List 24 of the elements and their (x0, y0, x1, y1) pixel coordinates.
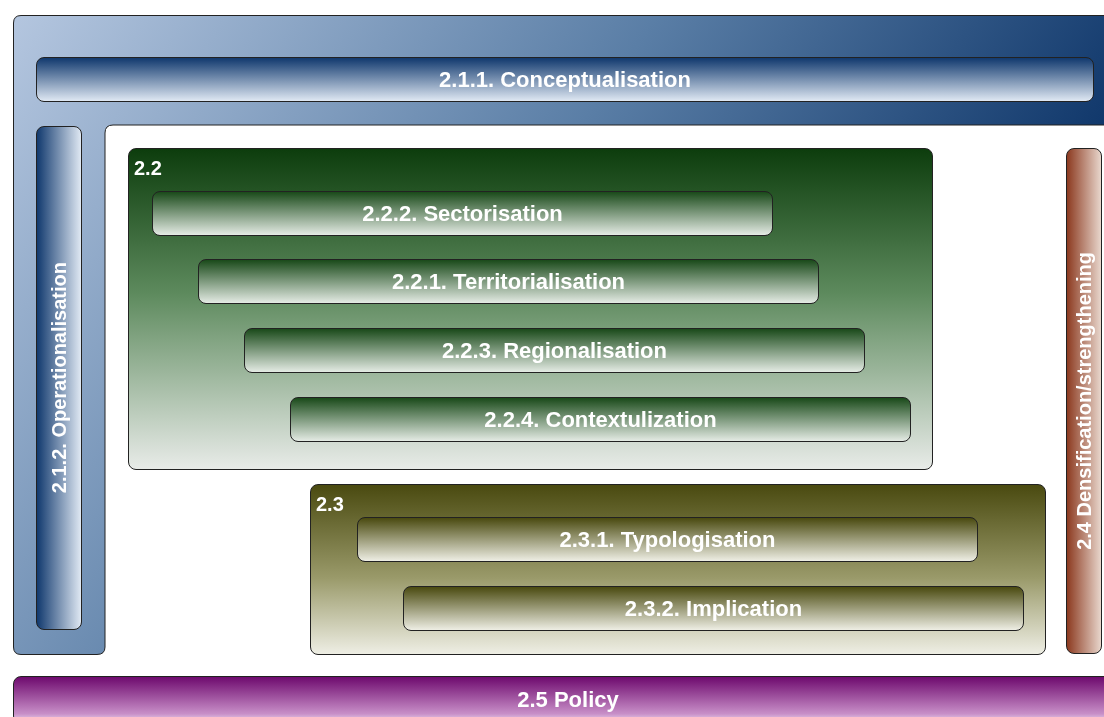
label-bar (198, 259, 819, 304)
label-bar (1066, 148, 1102, 654)
group-panel (128, 148, 933, 470)
bar-label: 2.3.1. Typologisation (559, 526, 776, 553)
bar-label: 2.2.1. Territorialisation (391, 268, 626, 295)
label-bar (36, 57, 1094, 102)
label-bar (152, 191, 773, 236)
group-title: 2.3 (316, 493, 344, 515)
label-bar (13, 676, 1104, 717)
label-bar (36, 126, 82, 630)
bar-label: 2.2.2. Sectorisation (362, 200, 563, 227)
bar-label: 2.1.1. Conceptualisation (439, 66, 691, 93)
label-bar (403, 586, 1024, 631)
bar-label: 2.2.3. Regionalisation (442, 337, 667, 364)
group-panel (310, 484, 1046, 655)
bar-label: 2.2.4. Contextulization (484, 406, 717, 433)
label-bar (290, 397, 911, 442)
label-bar (357, 517, 978, 562)
label-bar (244, 328, 865, 373)
bar-label: 2.4 Densification/strengthening (1072, 252, 1096, 550)
group-title: 2.2 (134, 157, 162, 179)
bar-label: 2.5 Policy (517, 687, 619, 713)
bar-label: 2.3.2. Implication (624, 595, 803, 622)
bar-label: 2.1.2. Operationalisation (47, 262, 71, 494)
